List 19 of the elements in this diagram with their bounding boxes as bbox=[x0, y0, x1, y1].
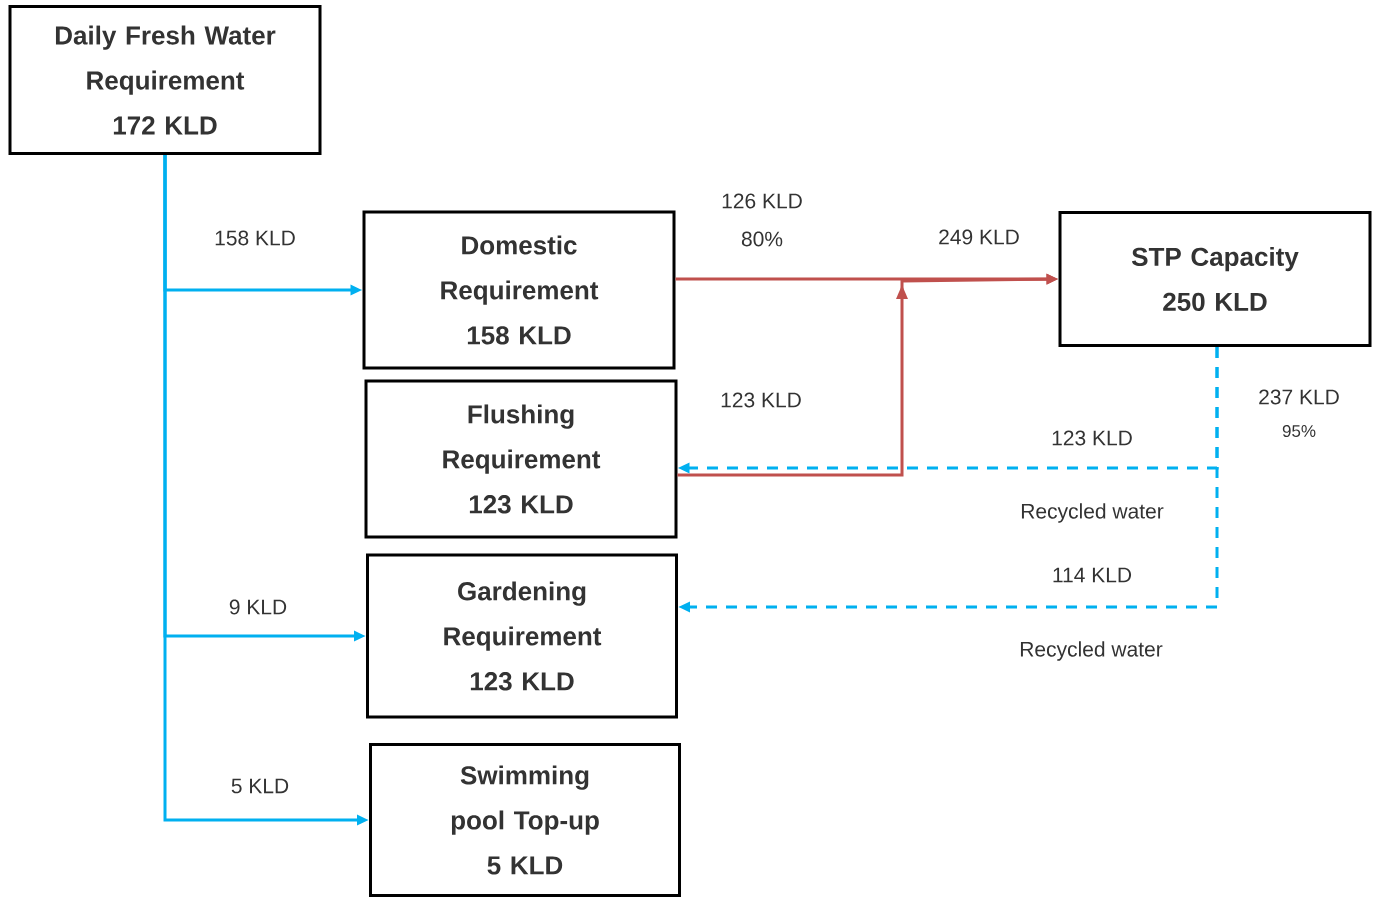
process-box: STP Capacity 250 KLD bbox=[1058, 211, 1372, 347]
flow-label: 80% bbox=[741, 231, 783, 247]
flow-label: Recycled water bbox=[1021, 503, 1164, 523]
flow-label: 95% bbox=[1282, 425, 1316, 438]
flow-label: Recycled water bbox=[1020, 641, 1163, 661]
edge-label: 114 KLD bbox=[1053, 567, 1132, 583]
edge-label: 126 KLD bbox=[722, 193, 802, 209]
flow-label: 237 KLD bbox=[1259, 389, 1339, 405]
edge-label: 5 KLD bbox=[231, 778, 289, 794]
process-box: Swimming pool Top-up 5 KLD bbox=[369, 743, 681, 897]
edge-label: 9 KLD bbox=[229, 599, 287, 615]
flow-label: 249 KLD bbox=[939, 229, 1019, 245]
edge-label: 123 KLD bbox=[721, 392, 801, 408]
process-box: Gardening Requirement 123 KLD bbox=[366, 553, 678, 719]
edge-label: 158 KLD bbox=[215, 230, 295, 246]
edge-label: 123 KLD bbox=[1052, 430, 1132, 446]
process-box: Domestic Requirement 158 KLD bbox=[362, 210, 676, 370]
process-box: Daily Fresh Water Requirement 172 KLD bbox=[8, 5, 322, 155]
process-box: Flushing Requirement 123 KLD bbox=[364, 379, 678, 539]
